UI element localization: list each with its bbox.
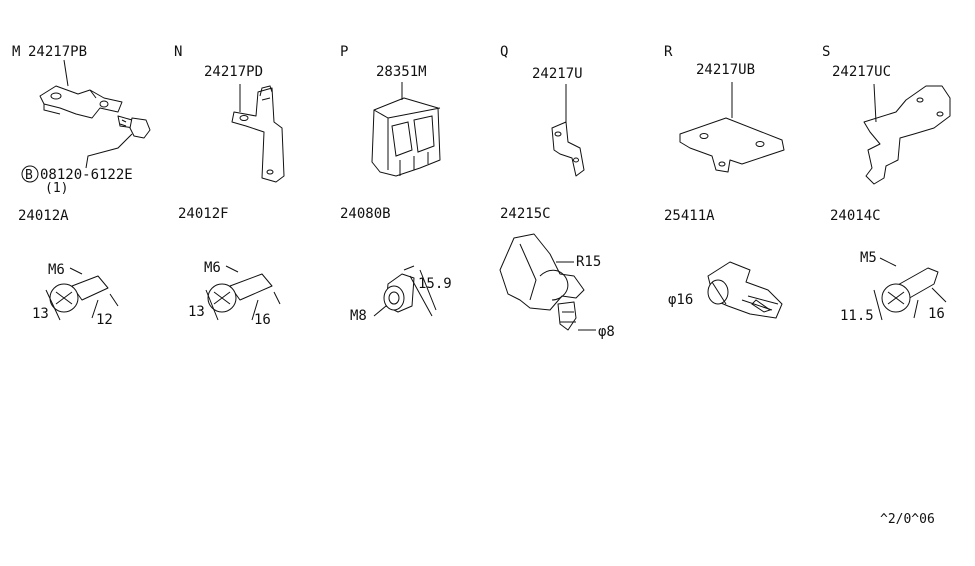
section-s: S 24217UC — [822, 44, 951, 185]
section-letter-s: S — [822, 44, 830, 60]
part-number-m: 24217PB — [28, 44, 87, 60]
dim-25411a: φ16 — [668, 292, 693, 308]
dim-24012a-1: 13 — [32, 306, 49, 322]
part-number-24080b: 24080B — [340, 206, 391, 222]
bolt-part-number: 08120-6122E — [40, 167, 133, 183]
section-q: Q 24217U — [500, 44, 585, 177]
dim-24012a-2: 12 — [96, 312, 113, 328]
circle-b-letter: B — [25, 168, 33, 183]
part-number-r: 24217UB — [696, 62, 755, 78]
bracket-24217pd-drawing — [231, 84, 285, 183]
bracket-24217pb-drawing — [39, 59, 151, 169]
relay-28351m-drawing — [371, 82, 441, 177]
dim-24014c-1: 11.5 — [840, 308, 874, 324]
part-number-25411a: 25411A — [664, 208, 715, 224]
thread-size-24012f: M6 — [204, 260, 221, 276]
tapping-screw-drawing — [873, 257, 947, 321]
band-clip-drawing — [707, 261, 783, 319]
bolt-quantity: (1) — [45, 181, 68, 196]
thread-size-24080b: M8 — [350, 308, 367, 324]
fastener-24215c: 24215C R15 φ8 — [499, 206, 615, 340]
part-number-n: 24217PD — [204, 64, 263, 80]
part-number-24012a: 24012A — [18, 208, 69, 224]
fastener-24080b: 24080B 15.9 M8 — [340, 206, 452, 324]
fastener-24014c: 24014C M5 11.5 16 — [830, 208, 947, 324]
part-number-s: 24217UC — [832, 64, 891, 80]
circle-b-icon — [21, 165, 39, 183]
section-r: R 24217UB — [664, 44, 785, 173]
thread-size-24012a: M6 — [48, 262, 65, 278]
dim-24080b: 15.9 — [418, 276, 452, 292]
part-number-24014c: 24014C — [830, 208, 881, 224]
part-number-p: 28351M — [376, 64, 427, 80]
section-letter-p: P — [340, 44, 348, 60]
section-m: M 24217PB B 08120-6122E (1) — [12, 44, 151, 196]
part-number-24215c: 24215C — [500, 206, 551, 222]
section-letter-n: N — [174, 44, 182, 60]
dim-24215c-radius: R15 — [576, 254, 601, 270]
dim-24012f-2: 16 — [254, 312, 271, 328]
flange-bolt-drawing — [45, 267, 119, 321]
section-letter-r: R — [664, 44, 673, 60]
section-p: P 28351M — [340, 44, 441, 177]
part-number-24012f: 24012F — [178, 206, 229, 222]
fastener-24012f: 24012F M6 13 16 — [178, 206, 281, 328]
harness-clip-drawing — [499, 233, 596, 331]
fastener-25411a: 25411A φ16 — [664, 208, 783, 319]
dim-24014c-2: 16 — [928, 306, 945, 322]
section-n: N 24217PD — [174, 44, 285, 183]
bracket-24217uc-drawing — [863, 83, 951, 185]
thread-size-24014c: M5 — [860, 250, 877, 266]
bracket-24217u-drawing — [551, 84, 585, 177]
diagram-code: ^2/0^06 — [880, 512, 935, 527]
fastener-24012a: 24012A M6 13 12 — [18, 208, 119, 328]
part-number-q: 24217U — [532, 66, 583, 82]
bracket-24217ub-drawing — [679, 82, 785, 173]
bolt-callout: B 08120-6122E (1) — [21, 165, 133, 196]
dim-24215c-diameter: φ8 — [598, 324, 615, 340]
flange-bolt-drawing-2 — [205, 265, 281, 321]
weld-nut-drawing — [373, 265, 437, 317]
section-letter-m: M — [12, 44, 20, 60]
section-letter-q: Q — [500, 44, 508, 60]
dim-24012f-1: 13 — [188, 304, 205, 320]
